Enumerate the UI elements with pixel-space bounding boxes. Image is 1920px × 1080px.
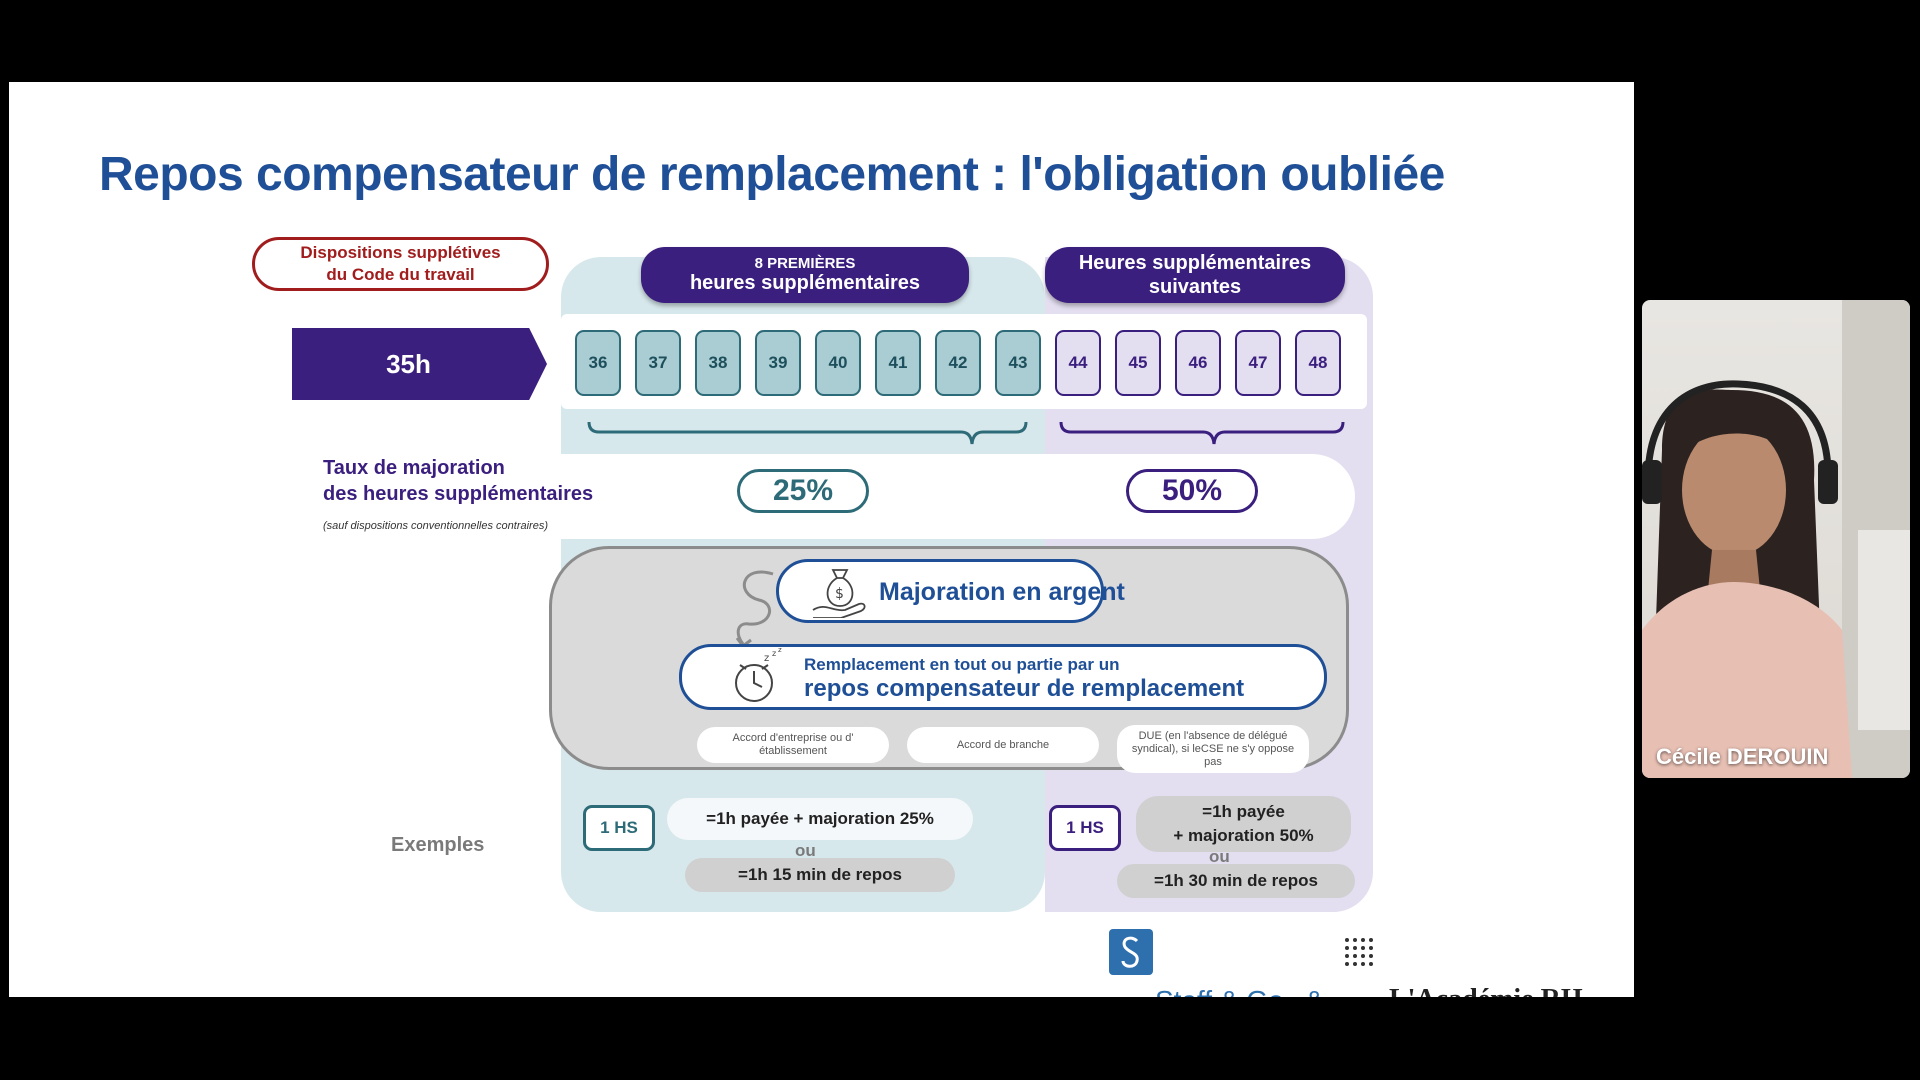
example-first-paid: =1h payée + majoration 25% bbox=[667, 798, 973, 840]
hour-box: 39 bbox=[755, 330, 801, 396]
brand-ampersand: & bbox=[1305, 985, 1324, 997]
rate-first-badge: 25% bbox=[737, 469, 869, 513]
sleeping-clock-icon: z z z bbox=[735, 647, 782, 702]
example-next-rest: =1h 30 min de repos bbox=[1117, 864, 1355, 898]
dispositions-label: Dispositions supplétives du Code du trav… bbox=[252, 237, 549, 291]
hour-box: 36 bbox=[575, 330, 621, 396]
money-majoration-label: Majoration en argent bbox=[879, 578, 1125, 606]
hs-box-next: 1 HS bbox=[1049, 805, 1121, 851]
brace-group bbox=[587, 421, 1345, 445]
replacement-rest-pill: z z z Remplacement en tout ou partie par… bbox=[679, 644, 1327, 710]
replacement-label-big: repos compensateur de remplacement bbox=[804, 675, 1245, 702]
replacement-label-small: Remplacement en tout ou partie par un bbox=[804, 655, 1120, 674]
examples-label: Exemples bbox=[391, 834, 485, 856]
hour-box: 38 bbox=[695, 330, 741, 396]
first-hours-header-big: heures supplémentaires bbox=[689, 272, 921, 294]
example-first-rest: =1h 15 min de repos bbox=[685, 858, 955, 892]
hour-box: 41 bbox=[875, 330, 921, 396]
next-hours-header: Heures supplémentaires suivantes bbox=[1045, 247, 1345, 303]
rate-next-badge: 50% bbox=[1126, 469, 1258, 513]
rate-label-line-1: Taux de majoration bbox=[323, 457, 505, 479]
brand-academie-rh: L'Académie RH bbox=[1389, 984, 1583, 997]
brand-staff-go: Staff & Go bbox=[1155, 985, 1284, 997]
dispositions-line-1: Dispositions supplétives bbox=[300, 243, 501, 262]
hour-box: 44 bbox=[1055, 330, 1101, 396]
first-hours-header-small: 8 PREMIÈRES bbox=[754, 255, 856, 272]
next-hours-header-line-2: suivantes bbox=[1148, 276, 1242, 298]
hour-box: 47 bbox=[1235, 330, 1281, 396]
hour-box: 42 bbox=[935, 330, 981, 396]
hour-box: 43 bbox=[995, 330, 1041, 396]
hour-box: 46 bbox=[1175, 330, 1221, 396]
hour-box: 37 bbox=[635, 330, 681, 396]
first-hours-brace bbox=[587, 421, 1028, 445]
base-hours-arrow: 35h bbox=[292, 328, 547, 400]
dispositions-line-2: du Code du travail bbox=[326, 265, 475, 284]
rate-note: (sauf dispositions conventionnelles cont… bbox=[323, 520, 549, 532]
participant-name: Cécile DEROUIN bbox=[1656, 744, 1829, 769]
svg-text:z: z bbox=[772, 649, 776, 658]
chip-accord-branche: Accord de branche bbox=[907, 727, 1099, 763]
svg-text:$: $ bbox=[835, 586, 844, 602]
slide-title: Repos compensateur de remplacement : l'o… bbox=[99, 148, 1445, 201]
hour-box: 45 bbox=[1115, 330, 1161, 396]
hour-box: 48 bbox=[1295, 330, 1341, 396]
rate-label-line-2: des heures supplémentaires bbox=[323, 483, 594, 505]
next-hours-brace bbox=[1059, 421, 1345, 445]
or-label-next: ou bbox=[1209, 847, 1230, 866]
or-label-first: ou bbox=[795, 841, 816, 860]
chip-accord-entreprise: Accord d'entreprise ou d' établissement bbox=[697, 727, 889, 763]
money-bag-hand-icon: $ bbox=[812, 569, 866, 618]
example-next-paid: =1h payée + majoration 50% bbox=[1136, 796, 1351, 852]
staff-go-logo-icon bbox=[1109, 929, 1153, 975]
chip-due: DUE (en l'absence de délégué syndical), … bbox=[1117, 725, 1309, 773]
academie-dots-icon bbox=[1345, 938, 1373, 966]
hour-box: 40 bbox=[815, 330, 861, 396]
example-next-paid-line-2: + majoration 50% bbox=[1173, 826, 1314, 845]
participant-video-image bbox=[1642, 300, 1910, 778]
money-majoration-pill: $ Majoration en argent bbox=[776, 559, 1125, 623]
hs-box-first: 1 HS bbox=[583, 805, 655, 851]
rate-label: Taux de majoration des heures supplément… bbox=[323, 455, 593, 507]
participant-video-tile[interactable]: Cécile DEROUIN bbox=[1642, 300, 1910, 778]
svg-text:z: z bbox=[764, 653, 769, 664]
next-hours-header-line-1: Heures supplémentaires bbox=[1078, 252, 1312, 274]
svg-text:z: z bbox=[778, 647, 782, 654]
example-next-paid-line-1: =1h payée bbox=[1202, 802, 1285, 821]
presentation-slide: Repos compensateur de remplacement : l'o… bbox=[9, 82, 1634, 997]
first-hours-header: 8 PREMIÈRES heures supplémentaires bbox=[641, 247, 969, 303]
